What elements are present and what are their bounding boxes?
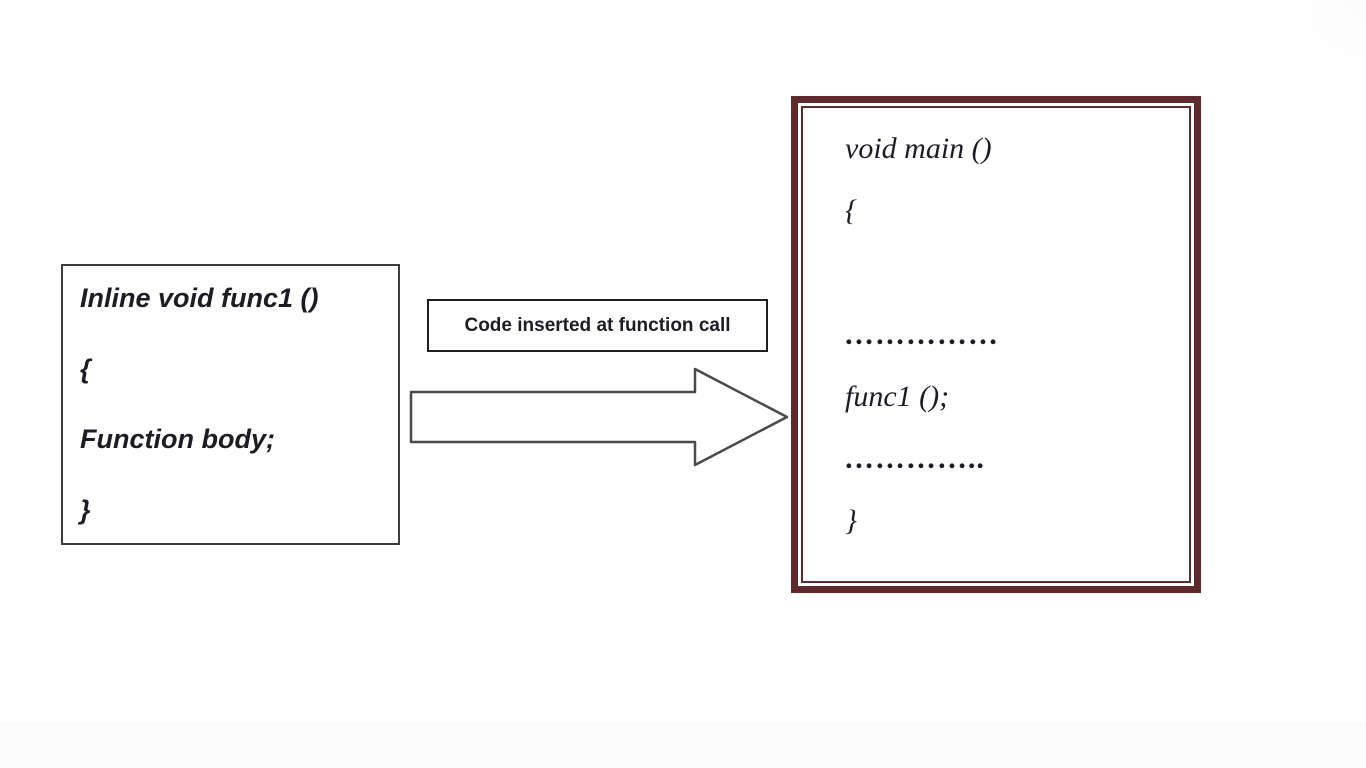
inline-function-box: Inline void func1 () { Function body; } [61, 264, 400, 545]
code-line: Inline void func1 () [80, 283, 319, 313]
code-line: } [80, 494, 91, 525]
code-line: } [845, 504, 857, 537]
code-line-blank [845, 242, 1181, 304]
main-function-box-inner: void main () { …………… func1 (); ………….. } [801, 106, 1191, 583]
code-line-dots: ………….. [845, 442, 986, 475]
background-band [0, 722, 1366, 768]
arrow-label-box: Code inserted at function call [427, 299, 768, 352]
code-line: { [80, 353, 91, 384]
arrow-label: Code inserted at function call [464, 314, 731, 336]
code-line-dots: …………… [845, 318, 1000, 351]
main-function-box: void main () { …………… func1 (); ………….. } [791, 96, 1201, 593]
code-line: void main () [845, 132, 992, 165]
code-line: Function body; [80, 424, 275, 455]
corner-shading [1246, 0, 1366, 90]
code-line: func1 (); [845, 380, 950, 413]
code-line: { [845, 194, 857, 227]
right-arrow-icon [409, 367, 789, 467]
